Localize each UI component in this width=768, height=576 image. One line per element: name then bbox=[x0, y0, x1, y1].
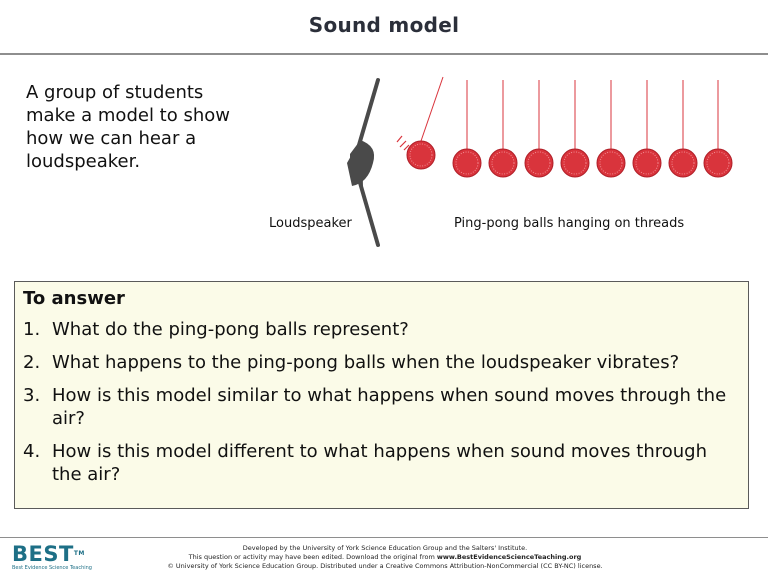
ping-pong-balls bbox=[406, 76, 733, 178]
ping-pong-ball bbox=[703, 148, 733, 178]
ball-texture bbox=[563, 151, 587, 175]
thread-line bbox=[420, 76, 444, 142]
question-item: 3. How is this model similar to what hap… bbox=[23, 384, 738, 430]
question-item: 4. How is this model different to what h… bbox=[23, 440, 738, 486]
ball-texture bbox=[706, 151, 730, 175]
loudspeaker-icon bbox=[347, 78, 380, 247]
ping-pong-ball bbox=[524, 148, 554, 178]
footer-credits: Developed by the University of York Scie… bbox=[100, 544, 670, 571]
sound-model-diagram: Loudspeaker Ping-pong balls hanging on t… bbox=[269, 76, 733, 247]
question-list: 1. What do the ping-pong balls represent… bbox=[23, 318, 738, 486]
footer-line-1: Developed by the University of York Scie… bbox=[242, 544, 528, 552]
loudspeaker-label: Loudspeaker bbox=[269, 216, 353, 231]
question-item: 2. What happens to the ping-pong balls w… bbox=[23, 351, 738, 374]
ping-pong-ball bbox=[668, 148, 698, 178]
question-item: 1. What do the ping-pong balls represent… bbox=[23, 318, 738, 341]
ping-pong-ball bbox=[406, 140, 436, 170]
question-text: What happens to the ping-pong balls when… bbox=[52, 352, 680, 373]
motion-lines-icon bbox=[396, 135, 410, 151]
ball-texture bbox=[455, 151, 479, 175]
ball-texture bbox=[491, 151, 515, 175]
ball-texture bbox=[599, 151, 623, 175]
footer-link[interactable]: www.BestEvidenceScienceTeaching.org bbox=[436, 553, 582, 561]
ping-pong-ball bbox=[632, 148, 662, 178]
ping-pong-ball bbox=[452, 148, 482, 178]
page-title: Sound model bbox=[308, 13, 460, 37]
ping-pong-ball bbox=[596, 148, 626, 178]
ping-pong-ball bbox=[560, 148, 590, 178]
footer-line-2: This question or activity may have been … bbox=[188, 553, 437, 561]
question-text: What do the ping-pong balls represent? bbox=[52, 319, 409, 340]
logo-subtitle: Best Evidence Science Teaching bbox=[12, 565, 92, 571]
ping-pong-ball bbox=[488, 148, 518, 178]
footer-divider bbox=[0, 537, 768, 538]
question-text: How is this model different to what happ… bbox=[52, 441, 707, 485]
ball-texture bbox=[635, 151, 659, 175]
question-number: 3. bbox=[23, 385, 41, 406]
intro-text: A group of students make a model to show… bbox=[26, 82, 230, 172]
logo-trademark: TM bbox=[73, 550, 85, 557]
to-answer-heading: To answer bbox=[23, 288, 125, 309]
question-number: 2. bbox=[23, 352, 41, 373]
logo-wordmark: BEST bbox=[12, 542, 74, 566]
title-divider bbox=[0, 53, 768, 55]
footer-line-3: © University of York Science Education G… bbox=[167, 562, 603, 570]
balls-label: Ping-pong balls hanging on threads bbox=[454, 216, 684, 231]
question-number: 1. bbox=[23, 319, 41, 340]
ball-texture bbox=[671, 151, 695, 175]
question-text: How is this model similar to what happen… bbox=[52, 385, 727, 429]
question-number: 4. bbox=[23, 441, 41, 462]
best-logo: BESTTM Best Evidence Science Teaching bbox=[12, 543, 92, 571]
ball-texture bbox=[409, 143, 433, 167]
to-answer-box: To answer 1. What do the ping-pong balls… bbox=[14, 281, 749, 509]
ball-texture bbox=[527, 151, 551, 175]
